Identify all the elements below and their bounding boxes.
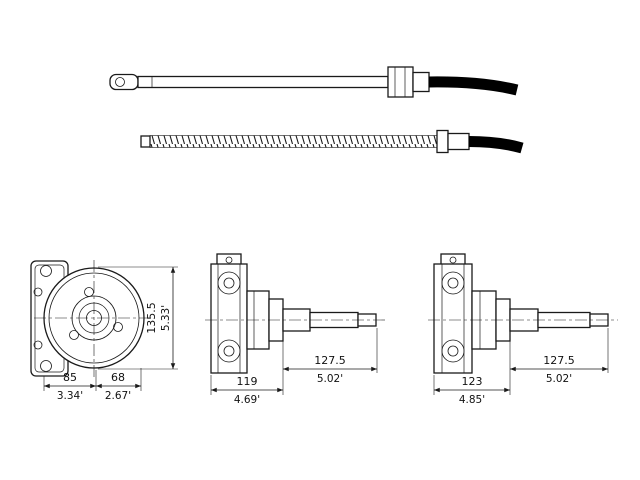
bolt-head <box>223 277 235 289</box>
dim-side-a-body: 119 4.69' <box>210 333 284 406</box>
dim-side-b-body-mm: 123 <box>462 375 483 388</box>
dim-side-a-shaft-mm: 127.5 <box>314 354 346 367</box>
helm-front-view: 135.5 5.33' 85 68 3.34' 2.67' <box>30 260 178 402</box>
dim-front-width-right-mm: 68 <box>111 371 125 384</box>
cable-shaft-tube <box>137 75 389 89</box>
dim-front-height-mm: 135.5 <box>145 302 158 334</box>
tab-bolt <box>225 256 233 264</box>
clevis-hole <box>115 77 125 87</box>
dim-side-a-body-mm: 119 <box>237 375 258 388</box>
plate-bolt-hole <box>40 360 52 372</box>
outer-cable-jacket-2 <box>468 136 524 154</box>
outer-cable-jacket <box>428 76 519 96</box>
helm-side-view-b: 123 4.85' 127.5 5.02' <box>428 253 618 406</box>
hex-nut-fitting <box>387 66 414 98</box>
helm-side-view-a: 119 4.69' 127.5 5.02' <box>205 253 387 406</box>
bolt-boss <box>217 339 241 363</box>
upper-cable-assembly <box>109 66 519 98</box>
bolt-head <box>447 277 459 289</box>
hub-bolt <box>84 287 94 297</box>
bolt-boss <box>441 271 465 295</box>
bracket <box>210 263 248 374</box>
dim-front-width-left-mm: 85 <box>63 371 77 384</box>
dim-front-widths: 85 68 3.34' 2.67' <box>43 368 142 402</box>
ribbed-core <box>149 135 438 148</box>
hub-bolt <box>113 322 123 332</box>
core-fitting-2 <box>447 132 470 151</box>
lower-cable-assembly <box>140 129 524 154</box>
dim-side-a-shaft: 127.5 5.02' <box>283 328 378 385</box>
bolt-boss <box>441 339 465 363</box>
bolt-head <box>223 345 235 357</box>
dim-side-b-shaft-in: 5.02' <box>546 373 572 385</box>
dim-front-height-in: 5.33' <box>160 305 172 331</box>
dim-side-a-body-in: 4.69' <box>234 394 260 406</box>
dim-side-a-shaft-in: 5.02' <box>317 373 343 385</box>
cable-collar <box>412 71 430 93</box>
core-end-cap <box>140 135 151 148</box>
dim-front-width-right-in: 2.67' <box>105 390 131 402</box>
cable-clevis <box>109 73 139 91</box>
bolt-head <box>447 345 459 357</box>
dim-side-b-body: 123 4.85' <box>433 333 511 406</box>
plate-bolt-hole <box>33 340 43 350</box>
bolt-boss <box>217 271 241 295</box>
core-fitting-1 <box>436 129 449 154</box>
tab-bolt <box>449 256 457 264</box>
plate-bolt-hole <box>40 265 52 277</box>
dim-side-b-body-in: 4.85' <box>459 394 485 406</box>
hub-bolt <box>69 330 79 340</box>
dim-side-b-shaft: 127.5 5.02' <box>510 328 609 385</box>
dim-front-width-left-in: 3.34' <box>57 390 83 402</box>
bracket <box>433 263 473 374</box>
dim-front-height: 135.5 5.33' <box>98 266 178 370</box>
dim-side-b-shaft-mm: 127.5 <box>543 354 575 367</box>
plate-bolt-hole <box>33 287 43 297</box>
